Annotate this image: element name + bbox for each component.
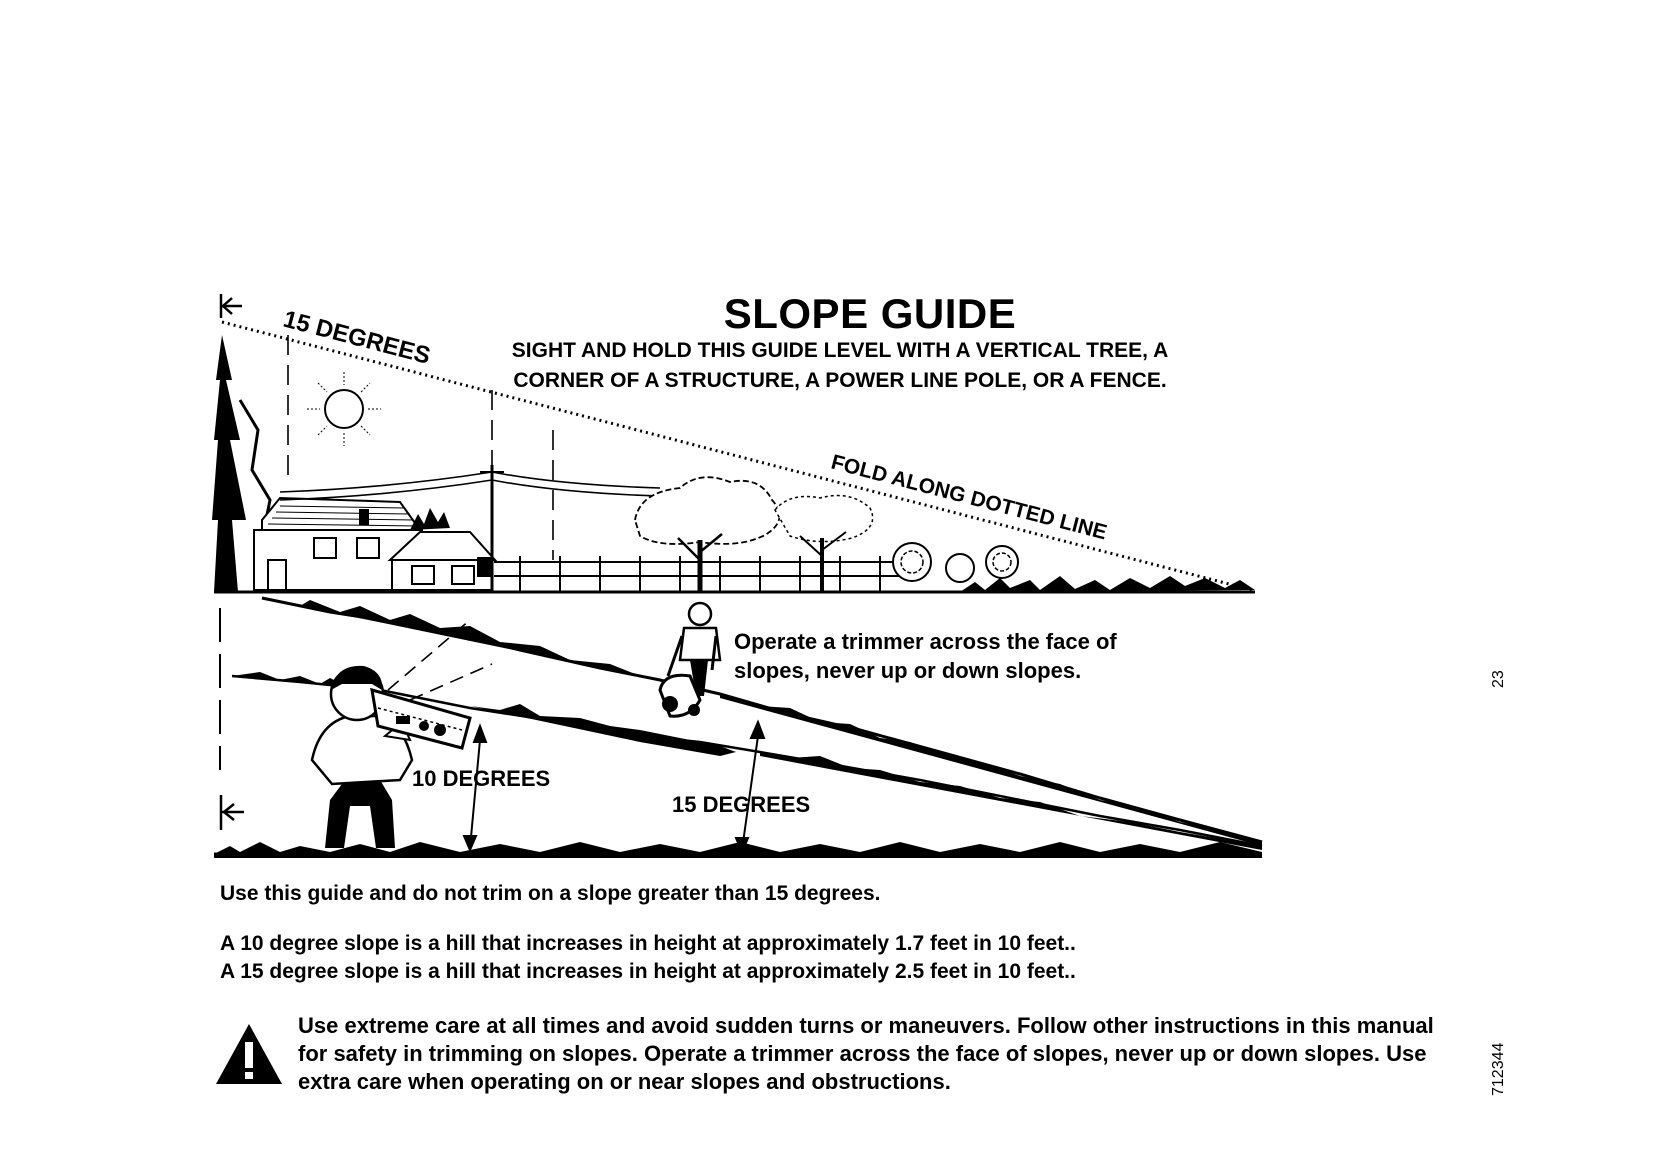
arrow-10-degrees-icon: [462, 723, 488, 853]
slope-15-description: A 15 degree slope is a hill that increas…: [220, 960, 1076, 983]
operator-with-trimmer-icon: [658, 601, 722, 718]
line-of-sight: [387, 619, 493, 701]
slope-limit-text: Use this guide and do not trim on a slop…: [220, 882, 881, 905]
fold-label: FOLD ALONG DOTTED LINE: [829, 451, 1110, 545]
top-angle-label: 15 DEGREES: [280, 306, 433, 370]
slope-10-description: A 10 degree slope is a hill that increas…: [220, 932, 1076, 955]
page-number: 23: [1490, 670, 1507, 688]
guide-instructions: SIGHT AND HOLD THIS GUIDE LEVEL WITH A V…: [511, 339, 1169, 392]
bushes-by-house: [410, 508, 450, 530]
document-number: 712344: [1490, 1042, 1507, 1096]
slope-10-surface: [231, 674, 1263, 848]
page-title: SLOPE GUIDE: [723, 290, 1017, 337]
left-arrow-bottom-icon: [219, 795, 244, 830]
operate-note: Operate a trimmer across the face of slo…: [734, 629, 1117, 683]
fence-icon: [494, 556, 900, 592]
power-pole-icon: [279, 465, 661, 592]
warning-triangle-icon: [216, 1024, 282, 1084]
house-icon: [253, 496, 498, 591]
slope-15-label: 15 DEGREES: [672, 792, 810, 817]
slope-guide-card-icon: [370, 687, 472, 750]
person-sighting-icon: [310, 665, 414, 848]
deciduous-trees-icon: [634, 476, 1019, 592]
left-arrow-top-icon: [219, 294, 242, 318]
arrow-15-degrees-icon: [734, 719, 766, 855]
far-grass: [960, 576, 1255, 592]
level-ground-grass: [214, 842, 1262, 858]
slope-10-label: 10 DEGREES: [412, 766, 550, 791]
warning-text: Use extreme care at all times and avoid …: [298, 1013, 1434, 1094]
sun-icon: [307, 372, 381, 446]
